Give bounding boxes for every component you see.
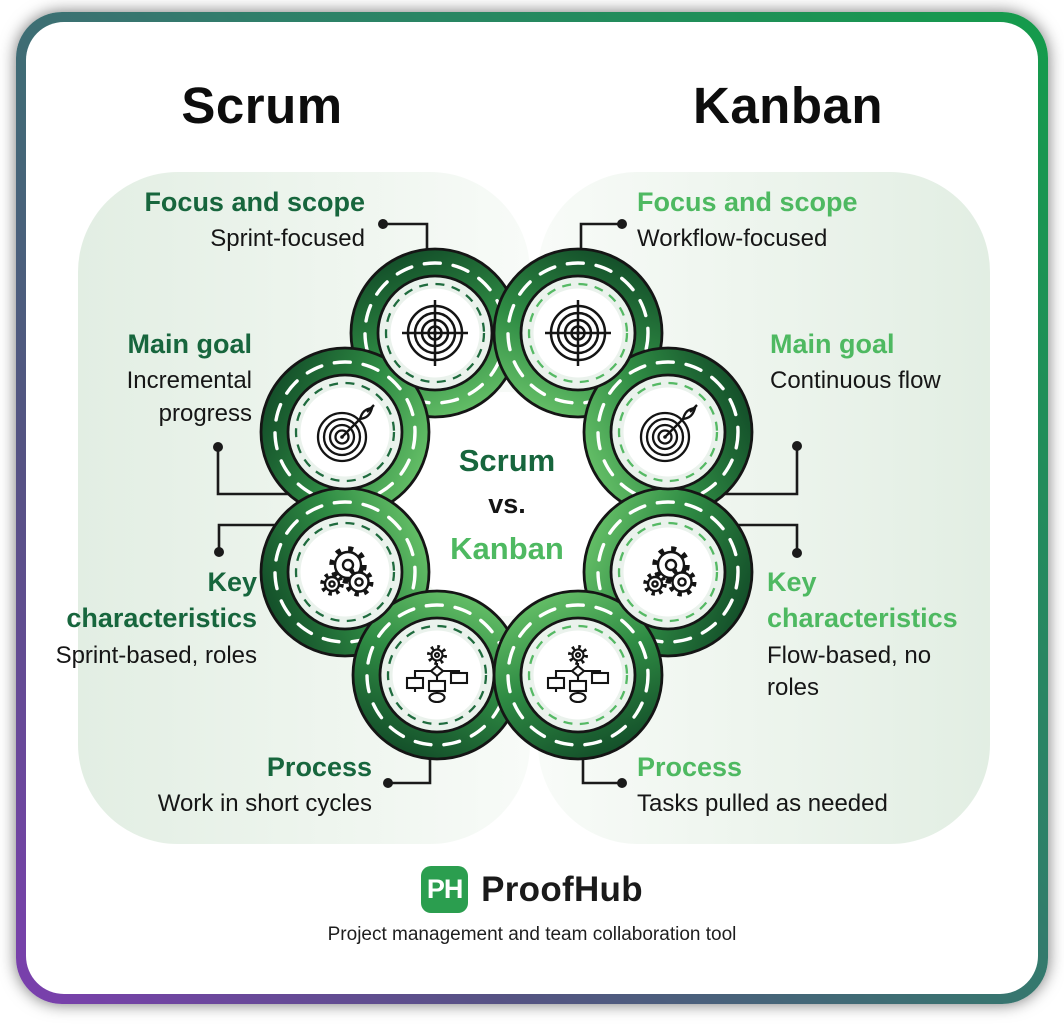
center-label-vs: vs.: [488, 489, 526, 519]
scrum-process-heading: Process: [266, 752, 372, 782]
wheel-cluster: [259, 247, 754, 761]
scrum-process-detail: Work in short cycles: [157, 790, 372, 818]
proofhub-logo-icon: PH: [421, 866, 469, 913]
kanban-process-label: Process Tasks pulled as needed: [637, 749, 888, 821]
kanban-goal-heading: Main goal: [770, 329, 895, 359]
wheel-scrum-focus: [376, 274, 494, 392]
footer: PH ProofHub Project management and team …: [0, 866, 1064, 946]
wheel-kanban-characteristics: [609, 513, 727, 631]
center-label-scrum: Scrum: [458, 443, 556, 478]
scrum-focus-detail: Sprint-focused: [210, 225, 365, 253]
kanban-process-detail: Tasks pulled as needed: [637, 790, 888, 818]
proofhub-logo-text: PH: [426, 874, 464, 904]
scrum-process-label: Process Work in short cycles: [158, 749, 372, 821]
kanban-characteristics-detail: Flow-based, no roles: [767, 641, 932, 702]
wheel-scrum-process: [378, 616, 496, 734]
kanban-characteristics-heading: Key characteristics: [767, 567, 958, 634]
kanban-column-title: Kanban: [692, 77, 884, 134]
scrum-column-title: Scrum: [181, 77, 343, 134]
kanban-goal-label: Main goal Continuous flow: [770, 326, 941, 398]
kanban-goal-detail: Continuous flow: [770, 367, 941, 395]
kanban-process-heading: Process: [637, 752, 743, 782]
kanban-characteristics-label: Key characteristics Flow-based, no roles: [767, 564, 982, 705]
wheel-scrum-goal: [286, 373, 404, 491]
scrum-goal-detail: Incremental progress: [126, 367, 252, 427]
scrum-focus-heading: Focus and scope: [144, 187, 365, 217]
scrum-characteristics-heading: Key characteristics: [66, 567, 257, 634]
wheel-scrum-characteristics: [286, 513, 404, 631]
kanban-focus-heading: Focus and scope: [637, 187, 858, 217]
brand-tagline: Project management and team collaboratio…: [327, 924, 737, 945]
center-label: Scrum vs. Kanban: [407, 445, 607, 564]
center-white-disc: [394, 392, 618, 616]
wheel-kanban-goal: [609, 373, 727, 491]
scrum-focus-label: Focus and scope Sprint-focused: [144, 184, 365, 256]
scrum-characteristics-label: Key characteristics Sprint-based, roles: [42, 564, 257, 672]
scrum-characteristics-detail: Sprint-based, roles: [55, 641, 257, 669]
wheel-kanban-process: [519, 616, 637, 734]
scrum-goal-heading: Main goal: [127, 329, 252, 359]
center-label-kanban: Kanban: [450, 531, 564, 566]
brand-name: ProofHub: [481, 869, 643, 909]
brand-row: PH ProofHub: [421, 866, 643, 913]
kanban-focus-label: Focus and scope Workflow-focused: [637, 184, 858, 256]
wheel-kanban-focus: [519, 274, 637, 392]
scrum-goal-label: Main goal Incremental progress: [72, 326, 252, 430]
kanban-focus-detail: Workflow-focused: [637, 225, 828, 253]
